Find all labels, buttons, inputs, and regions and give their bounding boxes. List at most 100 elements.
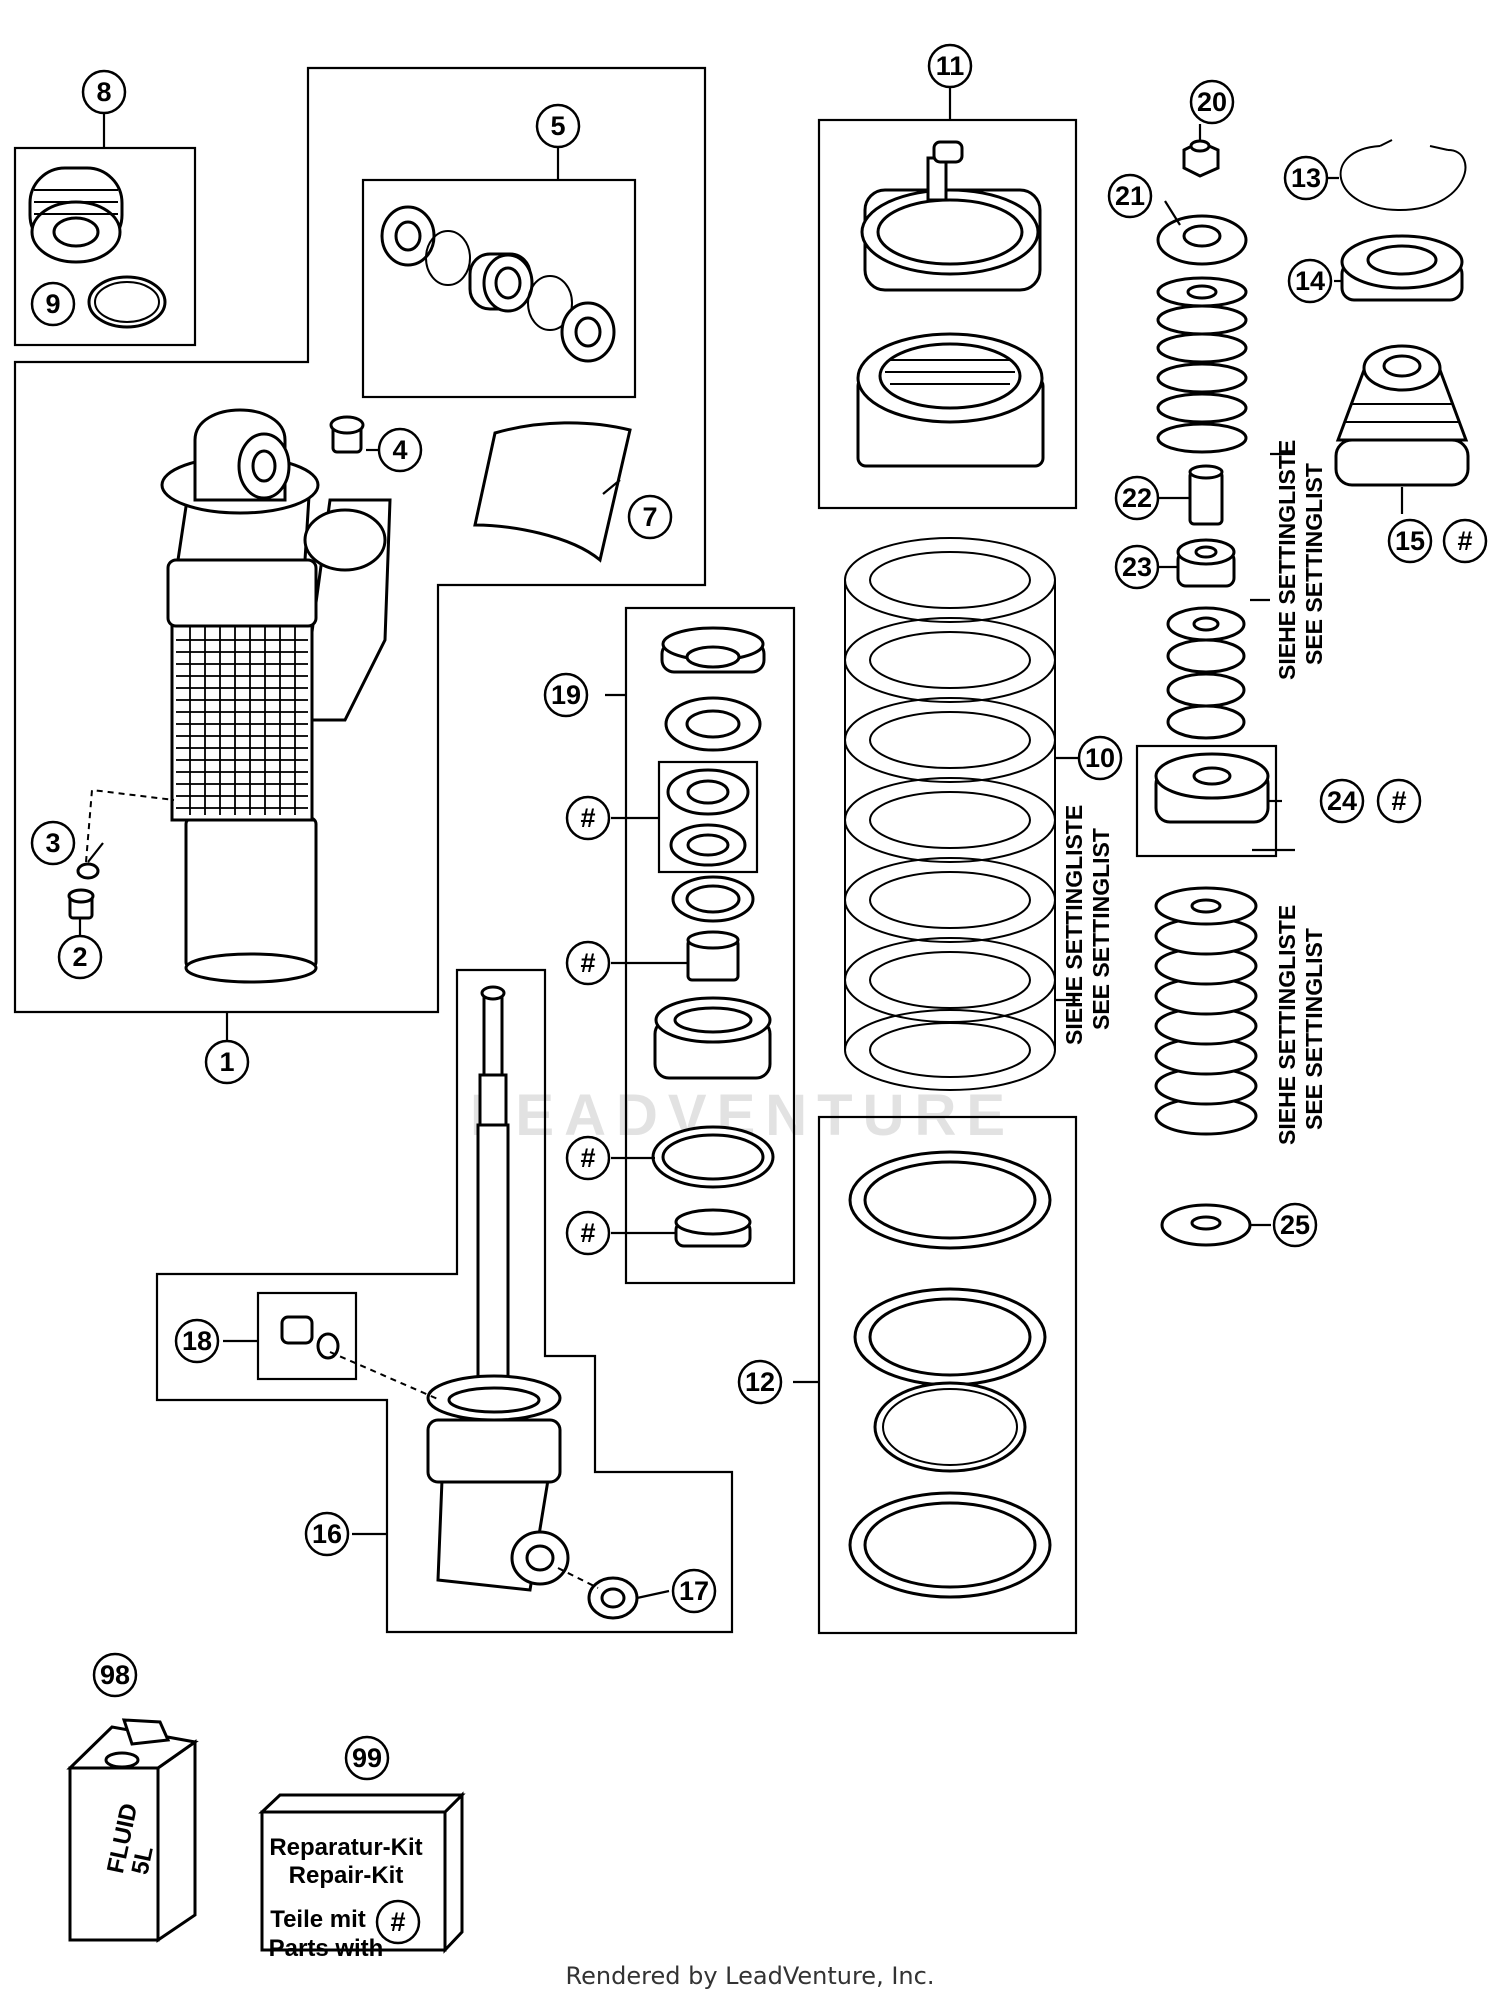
bearing-part-24 bbox=[1154, 752, 1270, 824]
callout-hash-2: # bbox=[565, 940, 611, 986]
callout-21: 21 bbox=[1107, 173, 1153, 219]
heat-shield-part-7 bbox=[473, 421, 632, 563]
callout-12: 12 bbox=[737, 1359, 783, 1405]
frame-piston-rod bbox=[155, 968, 734, 1634]
svg-text:7: 7 bbox=[642, 502, 657, 532]
callout-5: 5 bbox=[535, 103, 581, 149]
svg-text:21: 21 bbox=[1115, 181, 1145, 211]
bleed-screw-part-4 bbox=[329, 415, 365, 454]
callout-19: 19 bbox=[543, 672, 589, 718]
adjuster-part-18 bbox=[280, 1315, 340, 1360]
callout-15-hash: # bbox=[1442, 518, 1488, 564]
frame-part-19 bbox=[624, 606, 796, 1285]
kit-line-4: Parts with bbox=[269, 1935, 384, 1962]
callout-13: 13 bbox=[1283, 155, 1329, 201]
callout-10: 10 bbox=[1077, 735, 1123, 781]
callout-20: 20 bbox=[1189, 79, 1235, 125]
setting-label-de-1: SIEHE SETTINGLISTE bbox=[1274, 440, 1300, 680]
leader-3-dashed bbox=[85, 788, 175, 863]
bump-rubber-stack-upper bbox=[1156, 276, 1248, 454]
callout-14: 14 bbox=[1287, 258, 1333, 304]
svg-text:5: 5 bbox=[550, 111, 565, 141]
callout-9: 9 bbox=[30, 281, 76, 327]
setting-label-en-2: SEE SETTINGLIST bbox=[1088, 828, 1114, 1030]
footer-credit: Rendered by LeadVenture, Inc. bbox=[565, 1962, 935, 1990]
clevis-part-16 bbox=[426, 1374, 570, 1592]
callout-18: 18 bbox=[174, 1318, 220, 1364]
spring-retainer-part-11 bbox=[856, 140, 1045, 468]
bump-rubber-stack-middle bbox=[1166, 606, 1246, 740]
callout-4: 4 bbox=[377, 427, 423, 473]
damper-stack-part-19 bbox=[651, 626, 775, 1248]
spacers-part-12 bbox=[848, 1150, 1052, 1599]
callout-23: 23 bbox=[1114, 544, 1160, 590]
svg-text:3: 3 bbox=[45, 828, 60, 858]
svg-text:#: # bbox=[580, 1143, 595, 1173]
svg-text:17: 17 bbox=[679, 1576, 709, 1606]
sleeve-part-22 bbox=[1188, 464, 1224, 526]
svg-text:9: 9 bbox=[45, 289, 60, 319]
fluid-can-part-98: FLUID 5L bbox=[66, 1718, 199, 1943]
bump-stop-part-15 bbox=[1334, 344, 1470, 487]
spring-part-10 bbox=[844, 537, 1056, 1091]
callout-17: 17 bbox=[671, 1568, 717, 1614]
svg-text:#: # bbox=[580, 1218, 595, 1248]
frame-part-11 bbox=[817, 118, 1078, 510]
callout-16: 16 bbox=[304, 1511, 350, 1557]
kit-line-1: Reparatur-Kit bbox=[269, 1834, 422, 1861]
callout-hash-kit: # bbox=[375, 1899, 421, 1945]
svg-text:22: 22 bbox=[1122, 483, 1152, 513]
callout-11: 11 bbox=[927, 43, 973, 89]
frame-part-12 bbox=[817, 1115, 1078, 1635]
svg-text:#: # bbox=[580, 948, 595, 978]
callout-1: 1 bbox=[204, 1039, 250, 1085]
callout-hash-3: # bbox=[565, 1135, 611, 1181]
svg-text:13: 13 bbox=[1291, 163, 1321, 193]
callout-hash-1: # bbox=[565, 795, 611, 841]
reservoir-cap-part-8 bbox=[28, 166, 124, 264]
callout-98: 98 bbox=[92, 1652, 138, 1698]
svg-text:#: # bbox=[1457, 526, 1472, 556]
bushing-part-17 bbox=[587, 1576, 639, 1620]
svg-text:19: 19 bbox=[551, 680, 581, 710]
circlip-part-13 bbox=[1339, 139, 1467, 212]
callout-15: 15 bbox=[1387, 518, 1433, 564]
frame-part-5 bbox=[361, 178, 637, 399]
kit-line-2: Repair-Kit bbox=[289, 1862, 404, 1889]
frame-part-18 bbox=[256, 1291, 358, 1381]
svg-text:4: 4 bbox=[392, 435, 407, 465]
plug-part-2 bbox=[67, 888, 95, 920]
callout-3: 3 bbox=[30, 820, 76, 866]
nut-part-23 bbox=[1176, 538, 1236, 588]
setting-label-de-3: SIEHE SETTINGLISTE bbox=[1274, 905, 1300, 1145]
fluid-label-2: 5L bbox=[127, 1844, 159, 1877]
piston-rod-assembly bbox=[464, 985, 522, 1442]
svg-text:99: 99 bbox=[352, 1743, 382, 1773]
leader-lines bbox=[78, 88, 1404, 1600]
callout-7: 7 bbox=[627, 494, 673, 540]
group-frames bbox=[13, 66, 1278, 1635]
svg-text:#: # bbox=[1391, 786, 1406, 816]
svg-text:2: 2 bbox=[72, 942, 87, 972]
svg-text:18: 18 bbox=[182, 1326, 212, 1356]
nut-part-20 bbox=[1182, 139, 1220, 178]
callout-24: 24 bbox=[1319, 778, 1365, 824]
cap-part-14 bbox=[1340, 234, 1464, 302]
svg-text:25: 25 bbox=[1280, 1210, 1310, 1240]
svg-text:16: 16 bbox=[312, 1519, 342, 1549]
repair-kit-part-99: Reparatur-Kit Repair-Kit Teile mit Parts… bbox=[258, 1791, 466, 1962]
svg-text:14: 14 bbox=[1295, 266, 1325, 296]
svg-text:10: 10 bbox=[1085, 743, 1115, 773]
bump-rubber-stack-lower bbox=[1154, 886, 1258, 1136]
callout-99: 99 bbox=[344, 1735, 390, 1781]
callout-25: 25 bbox=[1272, 1202, 1318, 1248]
svg-text:8: 8 bbox=[96, 77, 111, 107]
callout-hash-4: # bbox=[565, 1210, 611, 1256]
bearing-set-part-5 bbox=[380, 205, 616, 363]
setting-label-en-3: SEE SETTINGLIST bbox=[1301, 928, 1327, 1130]
washer-part-3 bbox=[76, 862, 100, 880]
callout-2: 2 bbox=[57, 934, 103, 980]
svg-text:12: 12 bbox=[745, 1367, 775, 1397]
svg-text:#: # bbox=[580, 803, 595, 833]
